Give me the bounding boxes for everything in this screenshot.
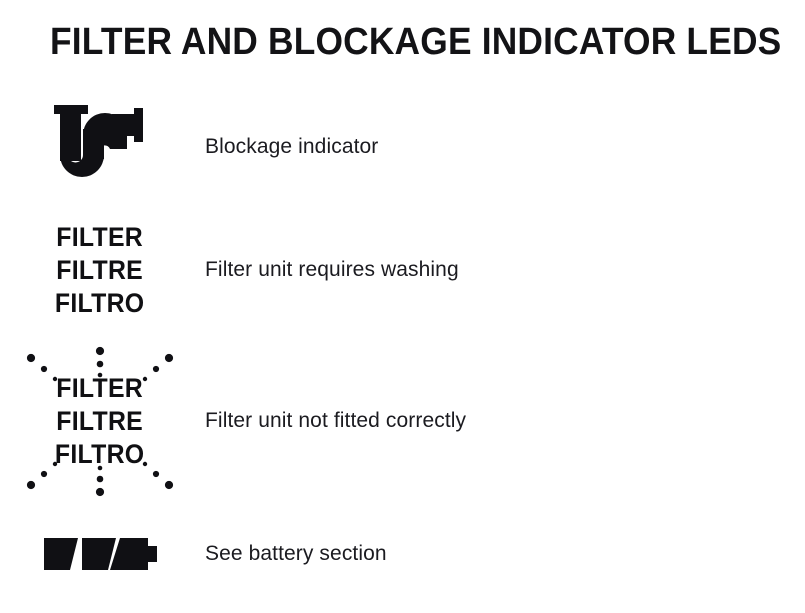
desc-cell-blockage: Blockage indicator [200, 134, 805, 160]
icon-cell-battery [0, 522, 200, 586]
p-trap-pipe-icon [54, 105, 143, 177]
filter-word-flashing-es: FILTRO [55, 438, 145, 469]
filter-word-flashing-en: FILTER [56, 372, 144, 403]
legend-description-filter-wash: Filter unit requires washing [205, 258, 459, 281]
legend-row-filter-fit: FILTER FILTRE FILTRO Filter unit not fit… [0, 342, 805, 500]
icon-cell-filter-fit: FILTER FILTRE FILTRO [0, 342, 200, 500]
icon-cell-blockage [0, 100, 200, 194]
page-title: FILTER AND BLOCKAGE INDICATOR LEDS [50, 21, 782, 63]
filter-word-flashing-fr: FILTRE [56, 405, 144, 436]
legend-description-blockage: Blockage indicator [205, 135, 379, 158]
filter-word-es: FILTRO [55, 287, 145, 318]
legend-description-filter-fit: Filter unit not fitted correctly [205, 409, 467, 432]
filter-word-stack-icon: FILTER FILTRE FILTRO [55, 221, 144, 320]
filter-word-en: FILTER [56, 221, 144, 252]
battery-icon [44, 538, 157, 570]
filter-word-stack-flashing-text: FILTER FILTRE FILTRO [55, 372, 144, 471]
legend-description-battery: See battery section [205, 542, 387, 565]
desc-cell-filter-fit: Filter unit not fitted correctly [200, 408, 805, 434]
filter-word-stack-flashing-icon: FILTER FILTRE FILTRO [15, 344, 185, 499]
legend-row-battery: See battery section [0, 522, 805, 586]
desc-cell-filter-wash: Filter unit requires washing [200, 257, 805, 283]
legend-row-blockage: Blockage indicator [0, 100, 805, 194]
icon-cell-filter-wash: FILTER FILTRE FILTRO [0, 222, 200, 318]
desc-cell-battery: See battery section [200, 541, 805, 567]
filter-word-fr: FILTRE [56, 254, 144, 285]
legend-row-filter-wash: FILTER FILTRE FILTRO Filter unit require… [0, 222, 805, 318]
